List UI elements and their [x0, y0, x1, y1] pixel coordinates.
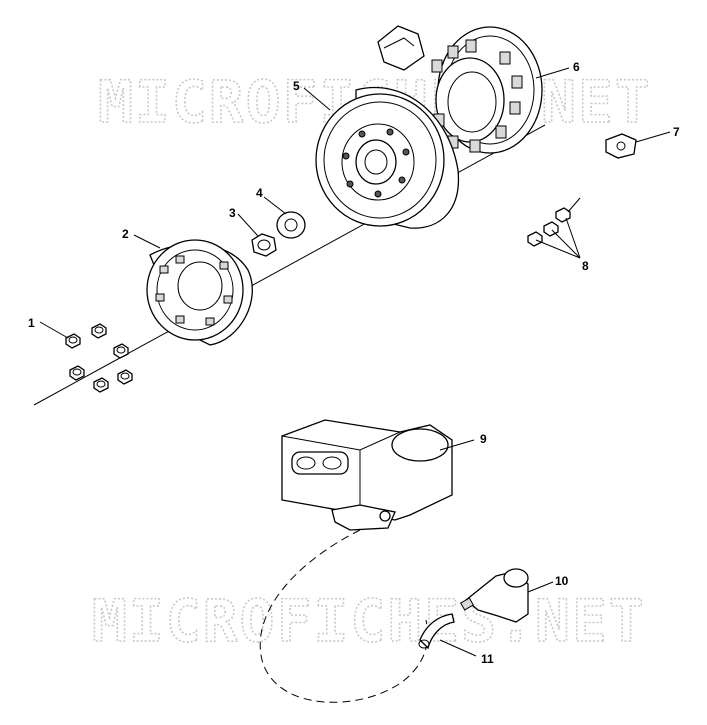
callout-3: 3: [229, 206, 236, 220]
starter-cup-part: [146, 239, 253, 346]
callout-6: 6: [573, 60, 580, 74]
ignition-wire-dashed: [259, 529, 429, 703]
callout-2: 2: [122, 227, 129, 241]
callout-4: 4: [256, 186, 263, 200]
callout-7: 7: [673, 125, 680, 139]
bolts-part-1: [65, 323, 133, 393]
stator-part: [377, 25, 543, 154]
callout-11: 11: [481, 652, 494, 666]
clip-part: [605, 133, 637, 159]
leader-lines: [39, 67, 671, 657]
callout-5: 5: [293, 79, 300, 93]
callout-1: 1: [28, 316, 35, 330]
hose-part: [418, 613, 455, 650]
callout-8: 8: [582, 259, 589, 273]
callout-10: 10: [555, 574, 569, 588]
ignition-module-part: [281, 419, 453, 531]
spark-plug-cap-part: [459, 568, 529, 623]
watermark-bottom: MICROFICHES.NET: [92, 587, 646, 655]
flywheel-part: [315, 86, 460, 229]
callout-9: 9: [480, 432, 487, 446]
washer-part: [276, 211, 306, 239]
screws-part-8: [527, 197, 581, 247]
nut-part: [251, 233, 277, 257]
assembly-axis-line: [33, 124, 546, 406]
